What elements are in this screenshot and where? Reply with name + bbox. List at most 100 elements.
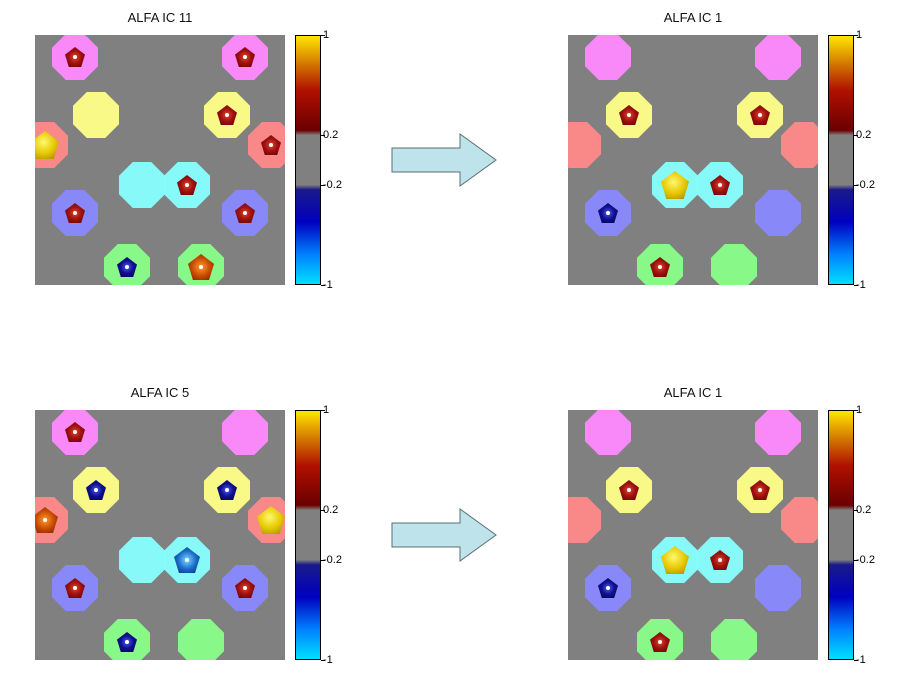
arrow-shape	[391, 133, 497, 187]
node-magenta	[585, 35, 631, 80]
node-salmon	[248, 122, 285, 168]
colorbar-tick	[854, 285, 858, 286]
node-cyan	[164, 537, 210, 583]
node-halo	[222, 410, 268, 455]
colorbar-tick	[321, 285, 325, 286]
colorbar-tick	[854, 410, 858, 411]
colorbar-tick-label: -1	[323, 279, 333, 291]
colorbar-tick-label: -1	[323, 654, 333, 666]
node-yellow	[606, 92, 652, 138]
node-halo	[755, 565, 801, 611]
center-dot	[658, 265, 662, 269]
node-magenta	[755, 35, 801, 80]
node-green	[711, 244, 757, 285]
node-yellow	[606, 467, 652, 513]
panel-title: ALFA IC 1	[663, 385, 723, 400]
node-green	[637, 619, 683, 660]
node-cyan	[697, 537, 743, 583]
center-dot	[185, 558, 189, 562]
arrow-shape	[391, 508, 497, 562]
colorbar-tick	[854, 660, 858, 661]
colorbar-tick-label: -0.2	[323, 554, 342, 566]
colorbar-tick	[854, 185, 858, 186]
node-yellow	[737, 92, 783, 138]
node-salmon	[248, 497, 285, 543]
colorbar	[828, 35, 854, 285]
node-yellow	[737, 467, 783, 513]
node-cyan	[652, 537, 698, 583]
colorbar-tick-label: 0.2	[856, 129, 872, 141]
node-green	[711, 619, 757, 660]
node-blue	[755, 565, 801, 611]
center-dot	[73, 55, 77, 59]
colorbar-tick-label: -0.2	[856, 554, 875, 566]
node-halo	[568, 122, 601, 168]
node-salmon	[35, 122, 68, 168]
node-blue	[222, 190, 268, 236]
center-dot	[758, 488, 762, 492]
node-yellow	[204, 467, 250, 513]
colorbar-tick-label: -1	[856, 654, 866, 666]
center-dot	[73, 586, 77, 590]
node-cyan	[697, 162, 743, 208]
node-salmon	[568, 497, 601, 543]
node-halo	[755, 190, 801, 236]
node-green	[637, 244, 683, 285]
center-dot	[43, 518, 47, 522]
node-blue	[585, 190, 631, 236]
right-arrow-icon	[391, 133, 497, 187]
node-magenta	[222, 410, 268, 455]
node-cyan	[652, 162, 698, 208]
center-dot	[94, 488, 98, 492]
colorbar	[295, 410, 321, 660]
node-halo	[119, 537, 165, 583]
node-halo	[711, 244, 757, 285]
node-blue	[52, 190, 98, 236]
right-arrow-icon	[391, 508, 497, 562]
center-dot	[73, 211, 77, 215]
node-magenta	[755, 410, 801, 455]
component-map	[568, 35, 818, 285]
node-cyan	[119, 537, 165, 583]
node-green	[178, 619, 224, 660]
colorbar-tick-label: 1	[323, 404, 330, 416]
colorbar-tick	[854, 560, 858, 561]
center-dot	[243, 586, 247, 590]
center-dot	[627, 488, 631, 492]
node-cyan	[119, 162, 165, 208]
center-dot	[627, 113, 631, 117]
colorbar	[828, 410, 854, 660]
colorbar-tick	[321, 510, 325, 511]
node-green	[104, 619, 150, 660]
colorbar-tick-label: 0.2	[856, 504, 872, 516]
node-yellow	[204, 92, 250, 138]
colorbar-tick-label: 1	[856, 29, 863, 41]
node-cyan	[164, 162, 210, 208]
center-dot	[758, 113, 762, 117]
panel-title: ALFA IC 5	[130, 385, 190, 400]
colorbar-tick-label: -0.2	[323, 179, 342, 191]
colorbar-tick-label: 1	[856, 404, 863, 416]
panel-title: ALFA IC 1	[663, 10, 723, 25]
center-dot	[718, 558, 722, 562]
node-halo	[781, 497, 818, 543]
node-salmon	[568, 122, 601, 168]
center-dot	[73, 430, 77, 434]
colorbar-tick-label: -1	[856, 279, 866, 291]
center-dot	[225, 488, 229, 492]
colorbar-tick	[321, 185, 325, 186]
node-magenta	[585, 410, 631, 455]
node-green	[104, 244, 150, 285]
colorbar-tick	[321, 560, 325, 561]
node-halo	[119, 162, 165, 208]
node-blue	[222, 565, 268, 611]
center-dot	[185, 183, 189, 187]
node-salmon	[781, 497, 818, 543]
node-blue	[52, 565, 98, 611]
colorbar-tick	[321, 410, 325, 411]
node-halo	[585, 35, 631, 80]
center-dot	[658, 640, 662, 644]
colorbar-tick	[321, 35, 325, 36]
colorbar-tick-label: 1	[323, 29, 330, 41]
component-map	[35, 410, 285, 660]
